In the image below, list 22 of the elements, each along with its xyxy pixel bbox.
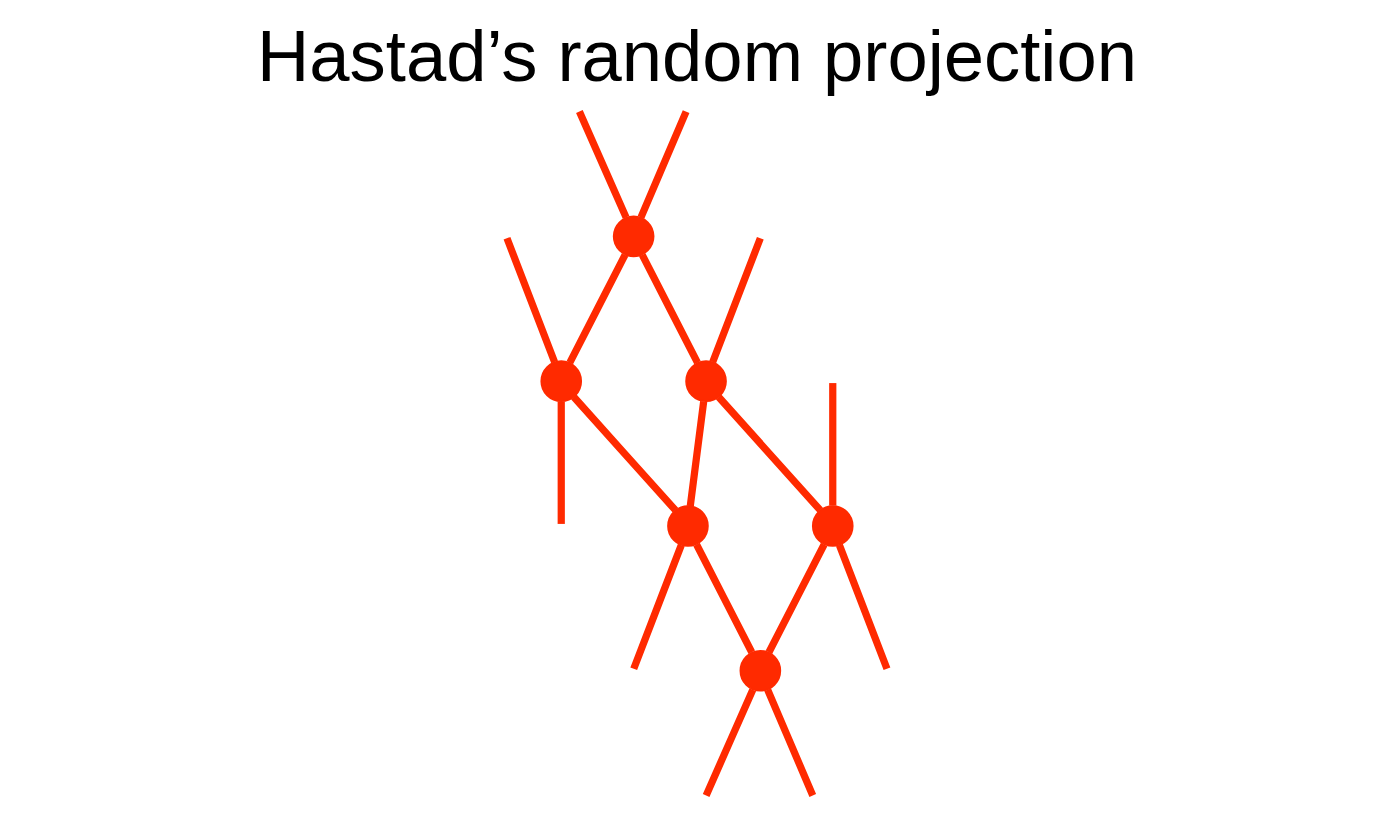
- node-circle: [666, 505, 709, 547]
- node-circle: [684, 360, 727, 402]
- node-circle: [539, 360, 582, 402]
- diagram-title: Hastad’s random projection: [256, 14, 1137, 96]
- connector: [763, 688, 816, 797]
- node-circle: [612, 215, 654, 258]
- connector: [708, 236, 764, 364]
- connector: [575, 110, 629, 219]
- connector: [637, 110, 689, 219]
- connector: [765, 542, 827, 654]
- connector: [835, 543, 890, 670]
- connector: [566, 253, 628, 365]
- node-circle: [811, 505, 854, 547]
- connector: [692, 542, 755, 654]
- connector: [629, 543, 685, 670]
- connector: [686, 400, 707, 507]
- connector: [570, 394, 678, 513]
- connector: [715, 394, 823, 513]
- node-circle: [739, 649, 781, 692]
- connector: [638, 253, 701, 365]
- connector: [702, 688, 756, 797]
- connector: [503, 236, 558, 364]
